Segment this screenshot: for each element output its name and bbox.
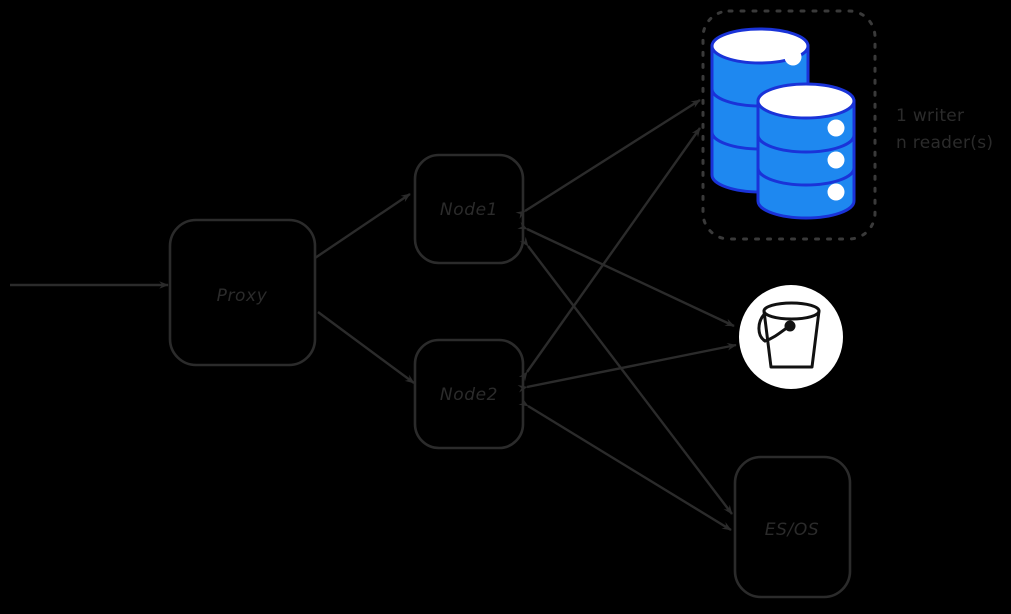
node1[interactable]: Node1 — [413, 153, 525, 265]
database-group-dashed-border — [701, 9, 877, 241]
edge-node2-to-db — [518, 127, 701, 382]
esos-box[interactable] — [733, 455, 852, 599]
edges-layer — [10, 98, 737, 532]
db-annotation-line1: 1 writer — [896, 106, 964, 126]
proxy-node[interactable]: Proxy — [168, 218, 317, 367]
node1-label: Node1 — [440, 200, 498, 220]
proxy-box[interactable] — [168, 218, 317, 367]
edge-proxy-to-node1 — [314, 193, 411, 259]
edge-node2-to-esos — [518, 398, 732, 532]
node2-box[interactable] — [413, 338, 525, 450]
bucket-circle-background — [739, 285, 843, 389]
edge-proxy-to-node2 — [317, 311, 415, 384]
esos-label: ES/OS — [765, 520, 819, 540]
edge-node1-to-db — [515, 98, 701, 219]
node2-label: Node2 — [440, 385, 498, 405]
bucket-node[interactable] — [739, 285, 843, 389]
proxy-label: Proxy — [217, 286, 268, 306]
node1-box[interactable] — [413, 153, 525, 265]
esos-node[interactable]: ES/OS — [733, 455, 852, 599]
node2[interactable]: Node2 — [413, 338, 525, 450]
db-annotation-line2: n reader(s) — [896, 133, 993, 153]
database-cylinder-reader-icon — [756, 82, 856, 220]
database-group[interactable]: 1 writer n reader(s) — [701, 9, 993, 241]
edge-node1-to-bucket — [517, 221, 735, 328]
bucket-icon — [757, 301, 821, 369]
